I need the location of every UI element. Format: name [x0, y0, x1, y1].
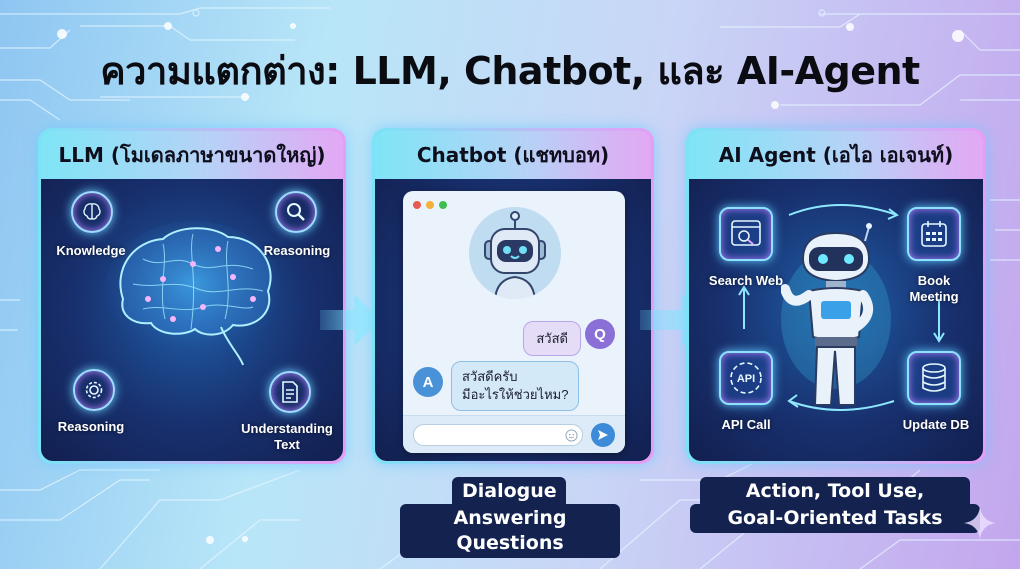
close-dot-icon[interactable]	[413, 201, 421, 209]
chatbot-avatar	[469, 207, 561, 299]
chat-input-bar	[403, 415, 625, 453]
answer-bubble: สวัสดีครับ มีอะไรให้ช่วยไหม?	[451, 361, 580, 411]
answer-line-1: สวัสดีครับ	[462, 369, 518, 384]
database-icon	[907, 351, 961, 405]
tool-label-api-call: API Call	[721, 417, 771, 432]
magnifier-icon	[275, 191, 317, 233]
tool-label-search-web: Search Web	[708, 273, 784, 288]
node-label-reasoning-bottom: Reasoning	[57, 419, 125, 434]
chatbot-panel-body: สวัสดี Q A สวัสดีครับ มีอะไรให้ช่วยไหม?	[375, 179, 651, 461]
calendar-icon	[907, 207, 961, 261]
llm-panel-body: Knowledge Reasoning Reasoning Understand…	[41, 179, 343, 461]
window-controls	[413, 201, 447, 209]
llm-panel: LLM (โมเดลภาษาขนาดใหญ่)	[38, 128, 346, 464]
answer-line-2: มีอะไรให้ช่วยไหม?	[462, 387, 569, 402]
chatbot-panel: Chatbot (แชทบอท)	[372, 128, 654, 464]
send-icon	[598, 430, 608, 440]
agent-panel-header: AI Agent (เอไอ เอเจนท์)	[689, 131, 983, 179]
glowing-brain-icon	[105, 221, 281, 366]
sparkle-icon	[964, 507, 996, 539]
send-button[interactable]	[591, 423, 615, 447]
maximize-dot-icon[interactable]	[439, 201, 447, 209]
brain-icon	[71, 191, 113, 233]
web-search-icon	[719, 207, 773, 261]
workflow-arrows	[738, 204, 945, 411]
robot-agent-icon	[781, 223, 891, 406]
emoji-icon[interactable]	[565, 429, 578, 442]
chatbot-caption-bottom: Answering Questions	[400, 504, 620, 558]
robot-face-icon	[484, 211, 546, 299]
chat-window: สวัสดี Q A สวัสดีครับ มีอะไรให้ช่วยไหม?	[403, 191, 625, 453]
question-badge: Q	[585, 319, 615, 349]
llm-panel-header: LLM (โมเดลภาษาขนาดใหญ่)	[41, 131, 343, 179]
message-input[interactable]	[413, 424, 583, 446]
chatbot-panel-header: Chatbot (แชทบอท)	[375, 131, 651, 179]
node-label-understanding-text: Understanding Text	[241, 421, 333, 452]
answer-badge: A	[413, 367, 443, 397]
api-gear-icon: API	[719, 351, 773, 405]
chatbot-caption-top: Dialogue	[452, 477, 566, 504]
agent-caption-bottom: Goal-Oriented Tasks	[690, 504, 980, 533]
minimize-dot-icon[interactable]	[426, 201, 434, 209]
page-title: ความแตกต่าง: LLM, Chatbot, และ AI-Agent	[100, 49, 920, 93]
question-bubble: สวัสดี	[523, 321, 581, 356]
document-icon	[269, 371, 311, 413]
node-label-knowledge: Knowledge	[56, 243, 126, 258]
agent-panel: AI Agent (เอไอ เอเจนท์) Search Web Book …	[686, 128, 986, 464]
tool-label-update-db: Update DB	[902, 417, 970, 432]
agent-caption-top: Action, Tool Use,	[700, 477, 970, 504]
tool-label-book-meeting: Book Meeting	[909, 273, 959, 304]
api-icon-text: API	[737, 373, 755, 385]
gear-icon	[73, 369, 115, 411]
flow-arrow-icon	[320, 294, 380, 346]
node-label-reasoning-top: Reasoning	[263, 243, 331, 258]
agent-panel-body: Search Web Book Meeting API API Call Upd…	[689, 179, 983, 461]
